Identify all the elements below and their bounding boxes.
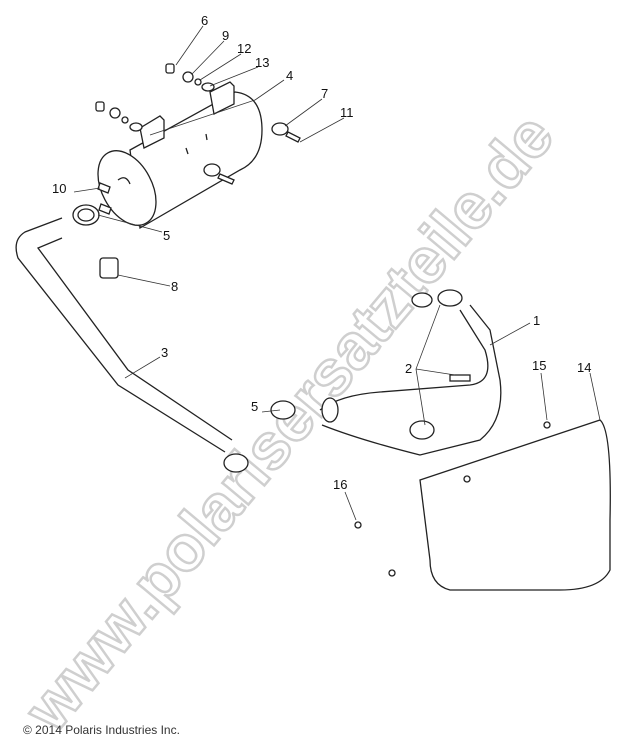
callout-2: 2	[405, 361, 412, 376]
callout-14: 14	[577, 360, 591, 375]
callout-16: 16	[333, 477, 347, 492]
callout-5b: 5	[251, 399, 258, 414]
watermark: www.polarisersatzteile.de	[10, 100, 567, 745]
callout-13: 13	[255, 55, 269, 70]
copyright-notice: © 2014 Polaris Industries Inc.	[23, 723, 180, 737]
callout-12: 12	[237, 41, 251, 56]
callout-4: 4	[286, 68, 293, 83]
heat-shield	[354, 419, 611, 591]
exhaust-pipe	[15, 217, 249, 473]
muffler	[97, 81, 263, 230]
callout-11: 11	[340, 105, 354, 120]
callout-labels: 6 9 12 13 4 7 11 10 5 8 3 1 2 15 14 5 16	[52, 13, 591, 492]
callout-8: 8	[171, 279, 178, 294]
header-pipe	[270, 289, 502, 456]
hardware	[72, 63, 301, 279]
callout-6: 6	[201, 13, 208, 28]
callout-7: 7	[321, 86, 328, 101]
callout-3: 3	[161, 345, 168, 360]
callout-15: 15	[532, 358, 546, 373]
leader-lines	[73, 25, 601, 521]
callout-10: 10	[52, 181, 66, 196]
callout-1: 1	[533, 313, 540, 328]
callout-5: 5	[163, 228, 170, 243]
callout-9: 9	[222, 28, 229, 43]
